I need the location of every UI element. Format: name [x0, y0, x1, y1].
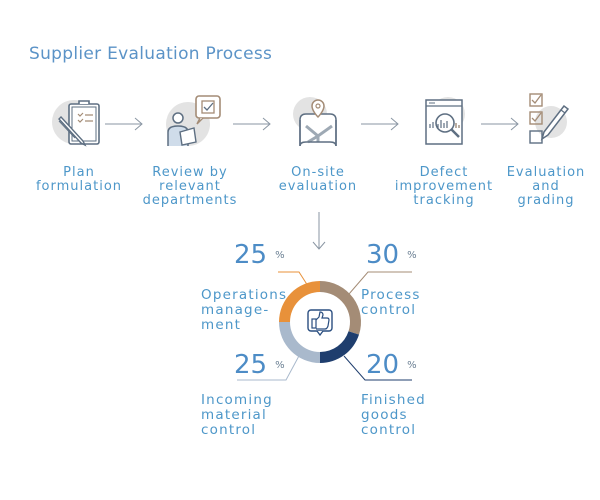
- slice-finished-goods: [320, 331, 359, 363]
- clipboard-pen-icon: [52, 100, 100, 147]
- map-pin-icon: [293, 97, 337, 147]
- thumbs-up-icon: [307, 309, 333, 337]
- arrow-right-icon: [105, 117, 143, 131]
- checklist-pencil-icon: [529, 93, 570, 144]
- arrow-down-icon: [312, 212, 326, 250]
- leader-line-process: [348, 271, 412, 295]
- slice-process-control: [320, 281, 361, 335]
- percent-finished: 20%: [366, 350, 417, 380]
- leader-line-operations: [278, 271, 309, 287]
- slice-incoming-material: [279, 322, 320, 363]
- arrow-right-icon: [481, 117, 519, 131]
- percent-incoming: 25%: [234, 350, 285, 380]
- reviewer-speech-bubble-icon: [166, 95, 221, 146]
- percent-process: 30%: [366, 240, 417, 270]
- page-title: Supplier Evaluation Process: [29, 44, 273, 64]
- arrow-right-icon: [233, 117, 271, 131]
- arrow-right-icon: [361, 117, 399, 131]
- magnifier-chart-icon: [425, 97, 465, 145]
- slice-operations-management: [279, 281, 320, 322]
- leader-line-incoming: [237, 353, 301, 381]
- leader-line-finished: [343, 355, 412, 381]
- percent-operations: 25%: [234, 240, 285, 270]
